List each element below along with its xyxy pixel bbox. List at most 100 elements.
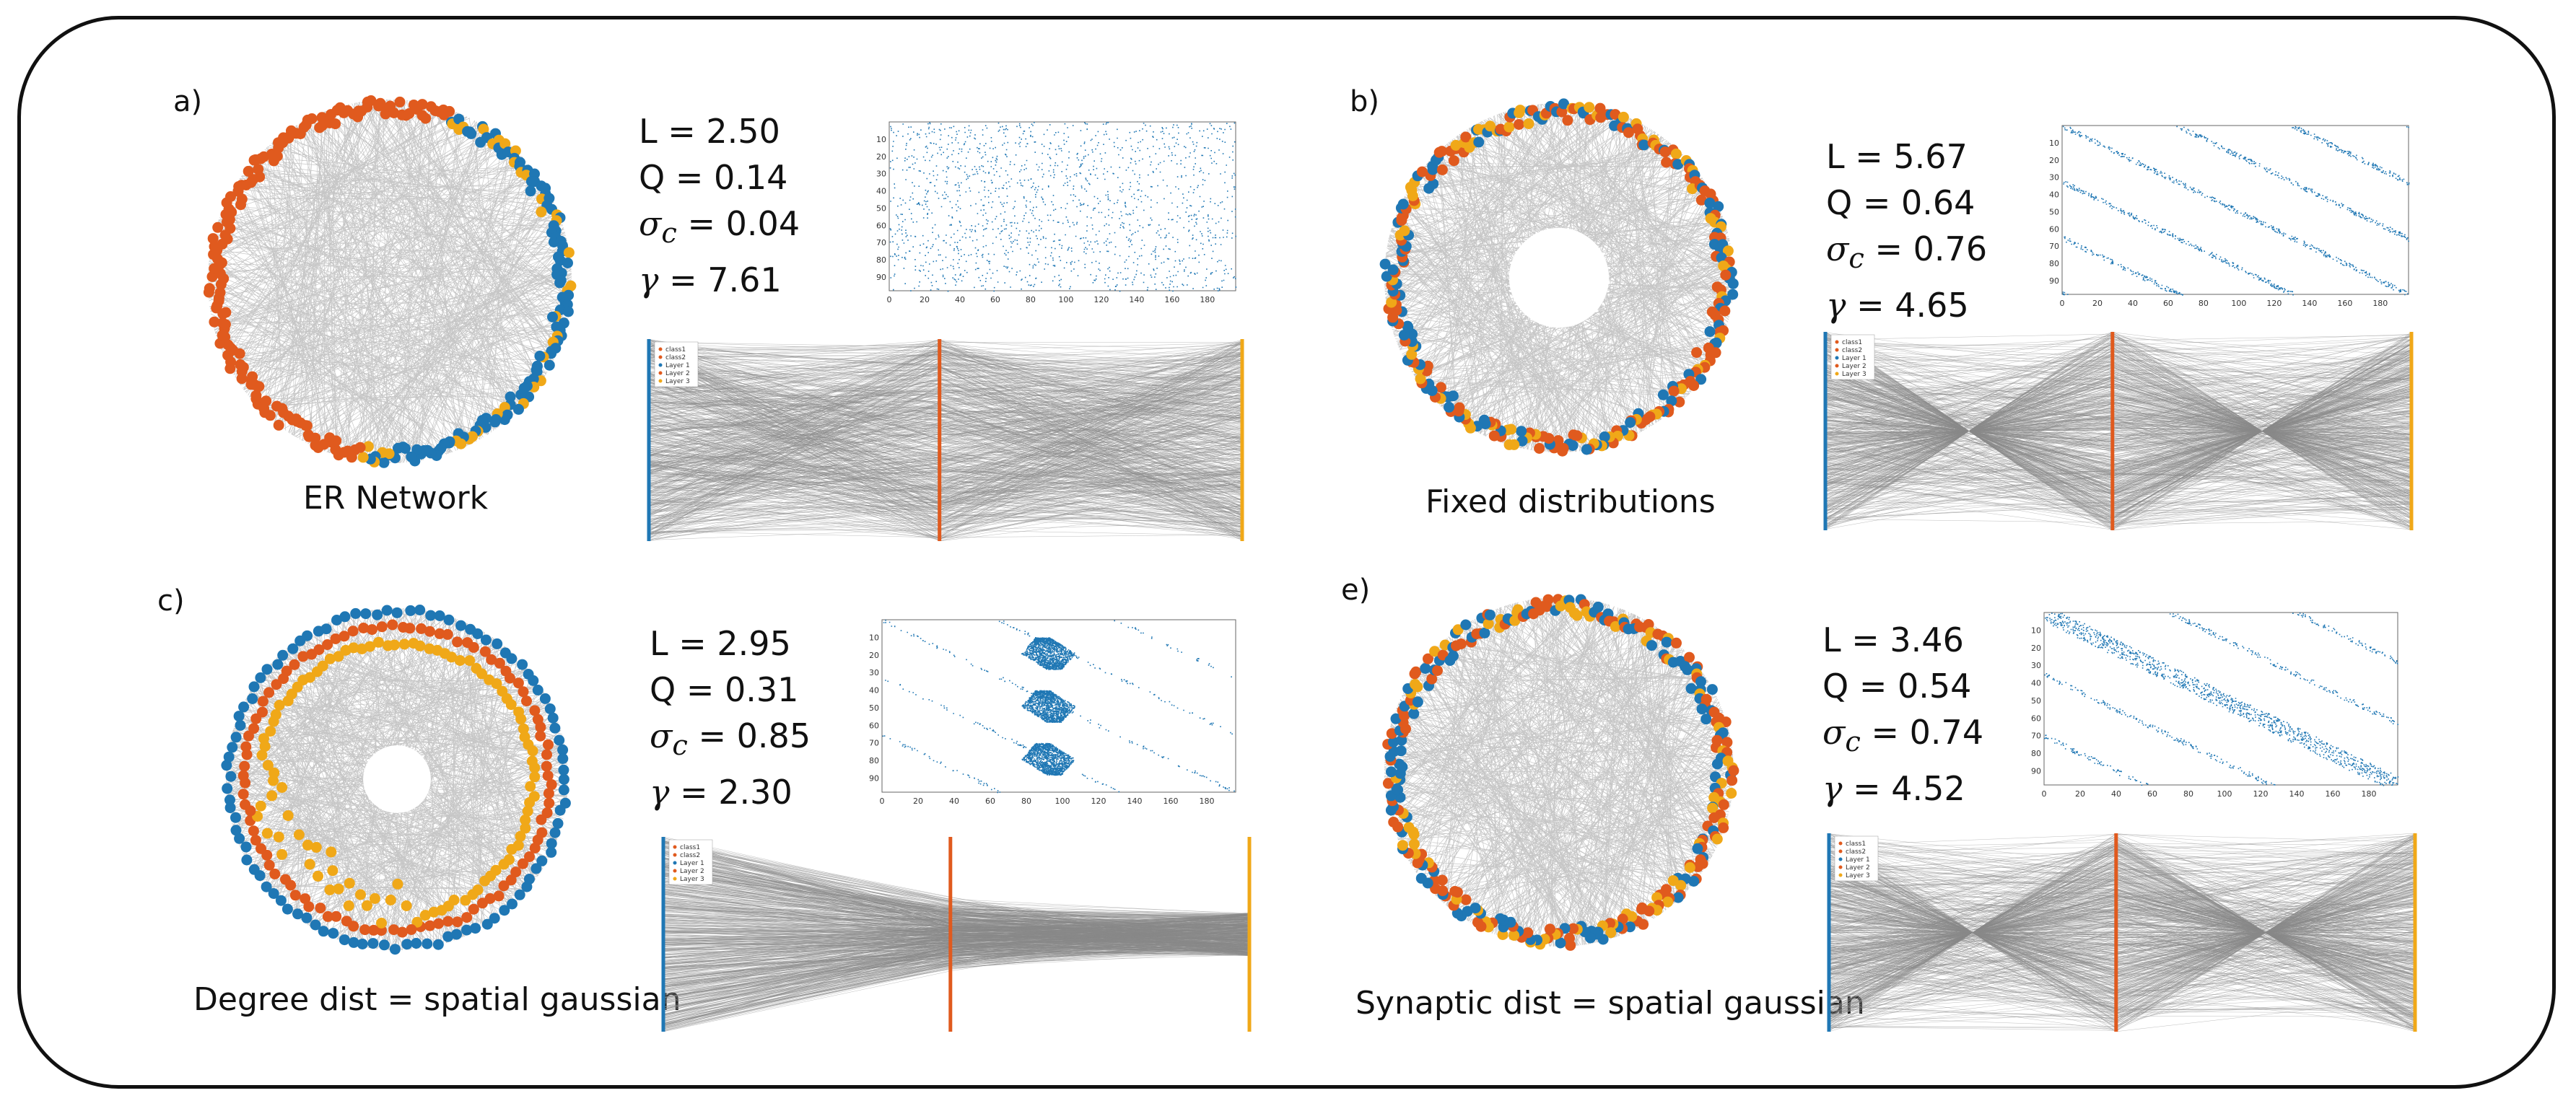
- network-node: [525, 185, 536, 197]
- legend-entry: class1: [665, 346, 686, 354]
- network-node: [357, 452, 369, 463]
- network-node: [1420, 663, 1431, 674]
- network-node: [1408, 708, 1420, 719]
- network-node: [518, 686, 529, 698]
- y-tick-label: 40: [2031, 679, 2041, 688]
- network-node: [256, 843, 266, 854]
- network-node: [209, 316, 220, 328]
- network-node: [364, 641, 375, 652]
- y-tick-label: 30: [2031, 661, 2041, 670]
- network-node: [362, 441, 374, 452]
- network-node: [433, 918, 445, 929]
- network-node: [1452, 624, 1464, 636]
- network-node: [222, 783, 233, 794]
- metric-sigma: σc = 0.76: [1826, 229, 1988, 276]
- network-node: [339, 631, 350, 642]
- network-node: [333, 883, 344, 895]
- flow-lines: [1825, 331, 2412, 531]
- network-node: [1503, 121, 1515, 133]
- x-tick-label: 0: [887, 295, 892, 304]
- network-node: [558, 764, 569, 776]
- network-node: [542, 770, 554, 781]
- flow-lines: [663, 836, 1250, 1032]
- network-node: [505, 874, 517, 886]
- network-node: [547, 712, 559, 724]
- network-node: [1503, 439, 1515, 450]
- network-node: [225, 191, 236, 202]
- network-node: [206, 271, 218, 282]
- network-node: [1584, 102, 1595, 113]
- network-node: [505, 699, 517, 711]
- network-node: [1542, 594, 1554, 605]
- network-node: [220, 307, 232, 318]
- network-node: [513, 403, 524, 415]
- network-node: [1721, 737, 1733, 748]
- network-node: [375, 97, 386, 109]
- network-node: [1488, 430, 1500, 442]
- network-node: [1478, 414, 1490, 426]
- network-node: [302, 839, 313, 851]
- network-node: [1444, 401, 1454, 413]
- network-node: [422, 938, 433, 949]
- y-tick-label: 80: [2049, 259, 2059, 268]
- network-node: [313, 644, 325, 655]
- metric-Q: Q = 0.31: [650, 670, 799, 709]
- network-node: [1716, 252, 1727, 263]
- x-tick-label: 40: [2128, 299, 2138, 308]
- network-node: [1479, 627, 1490, 638]
- network-node: [282, 810, 294, 821]
- metric-gamma: γ = 7.61: [639, 260, 782, 300]
- network-node: [557, 753, 569, 764]
- network-node: [224, 794, 235, 806]
- legend-marker: [1838, 873, 1843, 877]
- network-node: [257, 695, 268, 707]
- network-node: [248, 864, 260, 875]
- x-tick-label: 140: [2289, 789, 2305, 799]
- x-tick-label: 120: [1091, 796, 1106, 806]
- network-node: [1684, 862, 1695, 873]
- network-node: [535, 721, 546, 733]
- network-node: [1403, 822, 1415, 833]
- legend-marker: [1838, 857, 1843, 861]
- network-node: [280, 874, 291, 885]
- network-node: [562, 306, 574, 317]
- network-node: [1719, 305, 1731, 317]
- network-node: [554, 734, 565, 746]
- y-tick-label: 10: [869, 633, 879, 642]
- legend-marker: [1838, 865, 1843, 869]
- network-node: [1711, 758, 1723, 770]
- y-tick-label: 60: [869, 721, 879, 730]
- x-tick-label: 40: [2111, 789, 2121, 799]
- network-node: [461, 912, 473, 923]
- network-node: [250, 390, 262, 401]
- network-node: [468, 903, 479, 915]
- network-node: [434, 628, 445, 639]
- x-tick-label: 20: [913, 796, 923, 806]
- network-node: [404, 623, 416, 634]
- y-tick-label: 10: [876, 135, 886, 144]
- network-node: [1643, 619, 1654, 630]
- network-node: [558, 773, 569, 785]
- network-node: [401, 939, 413, 950]
- network-node: [394, 96, 406, 107]
- network-node: [520, 814, 531, 825]
- legend-marker: [1835, 356, 1839, 360]
- network-node: [549, 827, 561, 838]
- legend-entry: Layer 2: [665, 370, 690, 377]
- network-node: [522, 805, 533, 817]
- network-node: [1388, 736, 1399, 747]
- network-node: [499, 138, 511, 149]
- network-node: [432, 939, 444, 950]
- metric-L: L = 5.67: [1826, 137, 1968, 176]
- network-node: [546, 779, 557, 790]
- metrics-block: L = 2.50 Q = 0.14 σc = 0.04 γ = 7.61: [639, 108, 800, 303]
- metric-gamma: γ = 4.52: [1822, 769, 1965, 809]
- network-node: [247, 693, 258, 704]
- network-node: [468, 641, 479, 653]
- x-tick-label: 40: [949, 796, 959, 806]
- legend-marker: [673, 861, 677, 865]
- network-node: [1599, 431, 1610, 442]
- network-node: [543, 739, 554, 750]
- network-node: [217, 317, 228, 329]
